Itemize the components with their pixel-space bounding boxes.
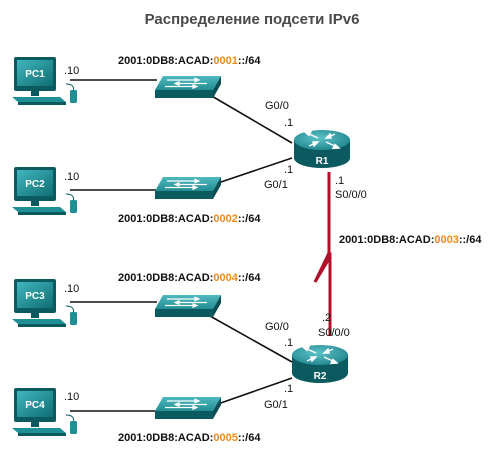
diagram-title: Распределение подсети IPv6 xyxy=(145,11,360,28)
pc4-label: PC4 xyxy=(25,400,45,411)
r2-g00-label: G0/0 xyxy=(265,321,289,333)
pc2-address: .10 xyxy=(64,171,79,183)
pc3-label: PC3 xyxy=(25,291,45,302)
link-switch1-r1 xyxy=(209,94,293,144)
r1-g01-label: G0/1 xyxy=(264,179,288,191)
subnet-label-4: 2001:0DB8:ACAD:0004::/64 xyxy=(118,272,261,284)
pc4[interactable]: PC4 xyxy=(11,387,78,437)
pc3-address: .10 xyxy=(64,283,79,295)
pc2[interactable]: PC2 xyxy=(11,166,78,216)
pc1-label: PC1 xyxy=(25,69,45,80)
r2-g01-label: G0/1 xyxy=(264,399,288,411)
r2-g01-address: .1 xyxy=(284,383,293,395)
link-switch4-r2 xyxy=(214,377,293,406)
subnet-label-5: 2001:0DB8:ACAD:0005::/64 xyxy=(118,432,261,444)
r1-g00-label: G0/0 xyxy=(265,100,289,112)
r2-g00-address: .1 xyxy=(284,337,293,349)
subnet-label-3: 2001:0DB8:ACAD:0003::/64 xyxy=(339,234,482,246)
pc2-label: PC2 xyxy=(25,179,45,190)
r1-s000-address: .1 xyxy=(335,175,344,187)
pc1[interactable]: PC1 xyxy=(11,56,78,106)
r2-s000-address: .2 xyxy=(322,312,331,324)
pc1-address: .10 xyxy=(64,65,79,77)
router-r1[interactable]: R1 xyxy=(293,129,351,169)
serial-link-r1-r2 xyxy=(313,172,332,336)
router-r2[interactable]: R2 xyxy=(291,344,349,384)
switch-2[interactable] xyxy=(154,176,222,200)
subnet-label-1: 2001:0DB8:ACAD:0001::/64 xyxy=(118,55,261,67)
switch-3[interactable] xyxy=(154,294,222,318)
router-r2-label: R2 xyxy=(314,371,327,382)
r1-g00-address: .1 xyxy=(284,117,293,129)
pc3[interactable]: PC3 xyxy=(11,278,78,328)
subnet-label-2: 2001:0DB8:ACAD:0002::/64 xyxy=(118,213,261,225)
router-r1-label: R1 xyxy=(316,156,329,167)
switch-4[interactable] xyxy=(154,396,222,420)
r2-s000-label: S0/0/0 xyxy=(318,327,350,339)
link-switch3-r2 xyxy=(209,315,293,363)
switch-1[interactable] xyxy=(154,75,222,99)
pc4-address: .10 xyxy=(64,391,79,403)
link-switch2-r1 xyxy=(214,157,293,185)
r1-s000-label: S0/0/0 xyxy=(335,189,367,201)
r1-g01-address: .1 xyxy=(284,164,293,176)
